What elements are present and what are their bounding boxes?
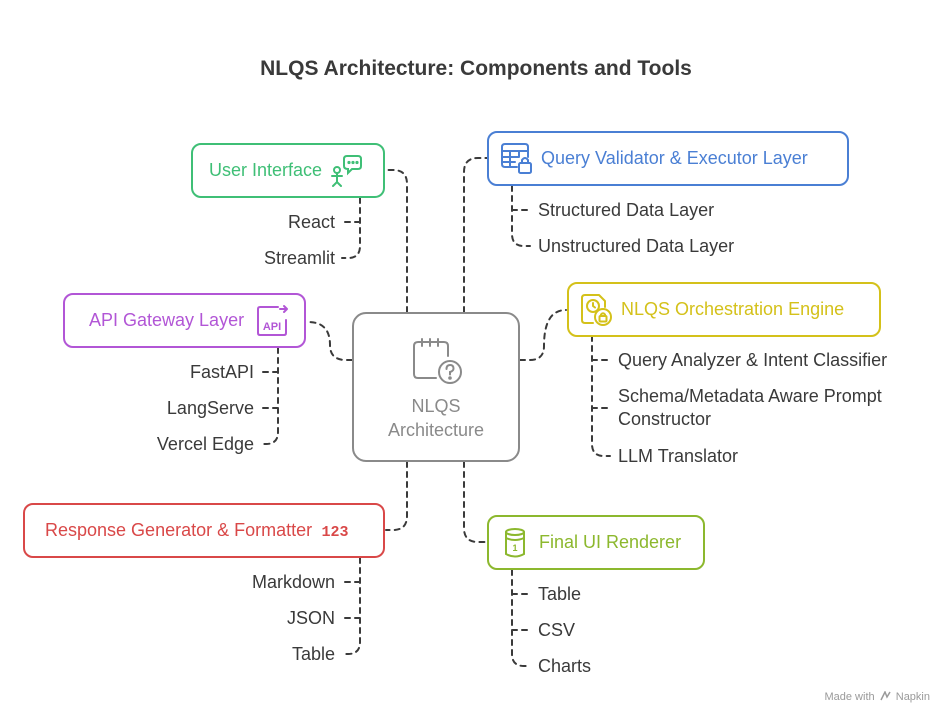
api-gateway-item-3: Vercel Edge (156, 434, 254, 454)
orchestration-item-3: LLM Translator (618, 446, 739, 466)
final-renderer-item-2: CSV (538, 620, 576, 640)
svg-text:API: API (263, 321, 281, 333)
final-renderer-item-1: Table (538, 584, 582, 604)
response-generator-item-1: Markdown (251, 572, 335, 592)
query-validator-box: Query Validator & Executor Layer (487, 131, 849, 186)
api-gateway-label: API Gateway Layer (89, 310, 245, 330)
tree-api-gateway (259, 347, 279, 445)
calendar-question-icon (413, 338, 462, 384)
user-interface-item-2: Streamlit (263, 248, 335, 268)
response-generator-box: Response Generator & Formatter 123 (23, 503, 385, 558)
tree-response-generator (341, 557, 361, 655)
query-validator-item-1: Structured Data Layer (538, 200, 715, 220)
clock-document-icon (581, 293, 612, 326)
link-final-renderer (463, 461, 489, 543)
cylinder-icon: 1 (505, 527, 525, 557)
center-node: NLQS Architecture (352, 312, 520, 462)
tree-query-validator (511, 185, 531, 247)
link-query-validator (463, 157, 489, 313)
center-label-line2: Architecture (387, 420, 485, 440)
footer-brand: Napkin (895, 691, 930, 703)
link-response-generator (385, 461, 408, 531)
orchestration-label: NLQS Orchestration Engine (621, 299, 845, 319)
orchestration-box: NLQS Orchestration Engine (567, 282, 881, 337)
center-label-line1: NLQS (411, 396, 461, 416)
tree-final-renderer (511, 569, 531, 667)
table-lock-icon (501, 142, 532, 174)
link-api-gateway (307, 321, 353, 361)
orchestration-item-2: Schema/Metadata Aware Prompt Constructor (618, 386, 882, 429)
response-generator-item-2: JSON (286, 608, 335, 628)
svg-text:123: 123 (322, 524, 349, 541)
final-renderer-label: Final UI Renderer (539, 532, 682, 552)
tree-user-interface (341, 197, 361, 259)
api-gateway-item-1: FastAPI (189, 362, 254, 382)
diagram-title: NLQS Architecture: Components and Tools (260, 57, 692, 80)
chat-person-icon (331, 154, 363, 187)
final-renderer-item-3: Charts (538, 656, 592, 676)
orchestration-item-1: Query Analyzer & Intent Classifier (618, 350, 888, 370)
link-orchestration (519, 309, 567, 361)
user-interface-label: User Interface (209, 160, 323, 180)
tree-orchestration (591, 335, 611, 457)
final-renderer-box: 1 Final UI Renderer (487, 515, 705, 570)
api-gateway-item-2: LangServe (166, 398, 254, 418)
made-with-footer: Made with Napkin (824, 690, 930, 703)
query-validator-label: Query Validator & Executor Layer (541, 148, 808, 168)
user-interface-item-1: React (287, 212, 335, 232)
footer-prefix: Made with (824, 691, 875, 703)
api-gateway-box: API Gateway Layer API (63, 293, 306, 348)
api-icon: API (257, 304, 289, 336)
query-validator-item-2: Unstructured Data Layer (538, 236, 735, 256)
user-interface-box: User Interface (191, 143, 385, 198)
numbers-123-icon: 123 (322, 524, 349, 541)
response-generator-label: Response Generator & Formatter (45, 520, 313, 540)
svg-text:1: 1 (512, 543, 517, 553)
response-generator-item-3: Table (291, 644, 335, 664)
napkin-logo-icon (880, 690, 891, 701)
link-user-interface (385, 169, 408, 313)
